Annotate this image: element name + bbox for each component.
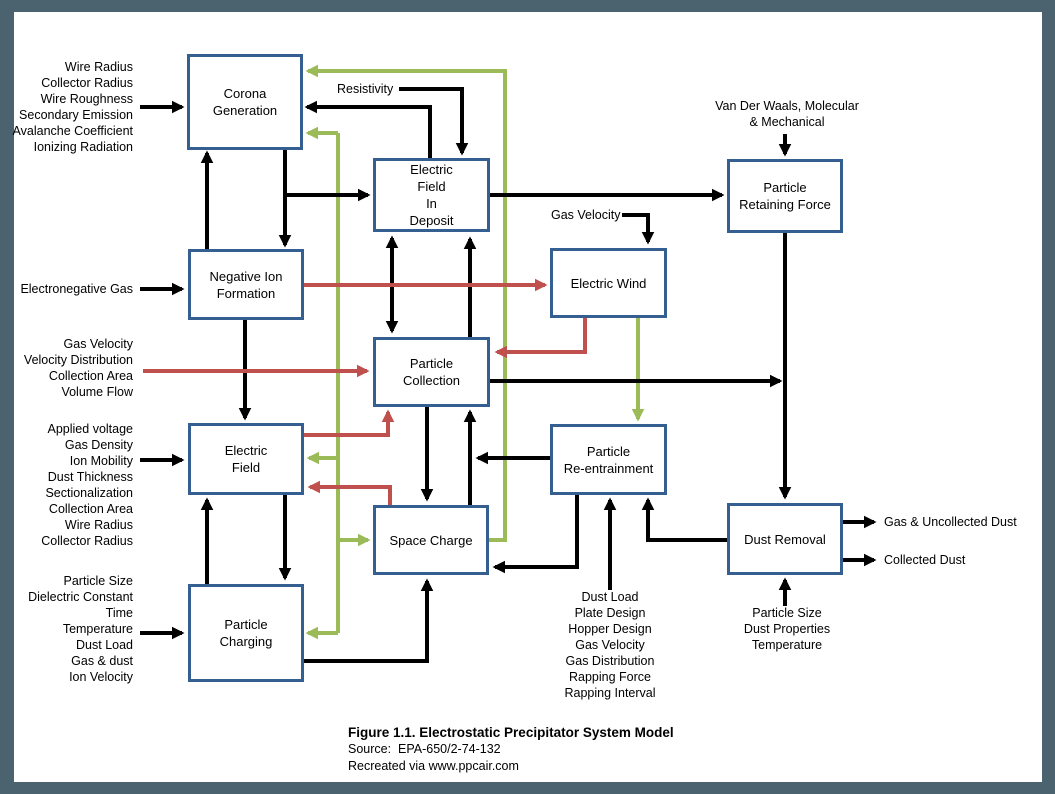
node-particle-charging: Particle Charging [188,584,304,682]
arrow-gas-velocity-to-electric-wind [622,213,655,245]
figure-credit: Recreated via www.ppcair.com [348,759,519,773]
node-electric-field-in-deposit: Electric Field In Deposit [373,158,490,232]
arrow-reentrainment-to-space-charge [492,495,579,574]
label-electric-field-inputs: Applied voltage Gas Density Ion Mobility… [41,422,133,548]
label-output-collected-dust: Collected Dust [884,553,966,567]
label-dust-removal-inputs: Particle Size Dust Properties Temperatur… [743,606,831,652]
label-gas-velocity: Gas Velocity [551,208,621,222]
arrow-space-charge-to-electric-field [307,480,392,505]
arrow-charging-to-space-charge [304,578,434,663]
arrow-space-charge-to-corona [305,64,507,542]
node-dust-removal: Dust Removal [727,503,843,575]
node-particle-reentrainment: Particle Re-entrainment [550,424,667,495]
figure-source: Source: EPA-650/2-74-132 [348,742,501,756]
node-particle-collection: Particle Collection [373,337,490,407]
arrow-dust-removal-to-reentrainment [641,497,727,542]
node-particle-retaining-force: Particle Retaining Force [727,159,843,233]
page-canvas [14,12,1042,782]
label-resistivity: Resistivity [337,82,394,96]
arrow-electric-wind-to-collection [494,318,587,359]
node-negative-ion-formation: Negative Ion Formation [188,249,304,320]
node-electric-field: Electric Field [188,423,304,495]
arrow-efid-to-corona [304,100,432,158]
label-reentrainment-inputs: Dust Load Plate Design Hopper Design Gas… [564,590,656,700]
node-corona-generation: Corona Generation [187,54,303,150]
label-flow-inputs: Gas Velocity Velocity Distribution Colle… [23,337,133,399]
node-electric-wind: Electric Wind [550,248,667,318]
label-particle-charging-inputs: Particle Size Dielectric Constant Time T… [28,574,133,684]
figure-caption: Figure 1.1. Electrostatic Precipitator S… [348,724,674,775]
figure-title: Figure 1.1. Electrostatic Precipitator S… [348,725,674,740]
label-electronegative-gas: Electronegative Gas [20,282,133,296]
label-output-gas-uncollected-dust: Gas & Uncollected Dust [884,515,1017,529]
label-corona-inputs: Wire Radius Collector Radius Wire Roughn… [12,60,133,154]
arrow-electric-field-to-collection [304,409,395,437]
node-space-charge: Space Charge [373,505,489,575]
arrow-resistivity-to-efid [399,87,469,156]
label-van-der-waals: Van Der Waals, Molecular & Mechanical [715,99,859,129]
